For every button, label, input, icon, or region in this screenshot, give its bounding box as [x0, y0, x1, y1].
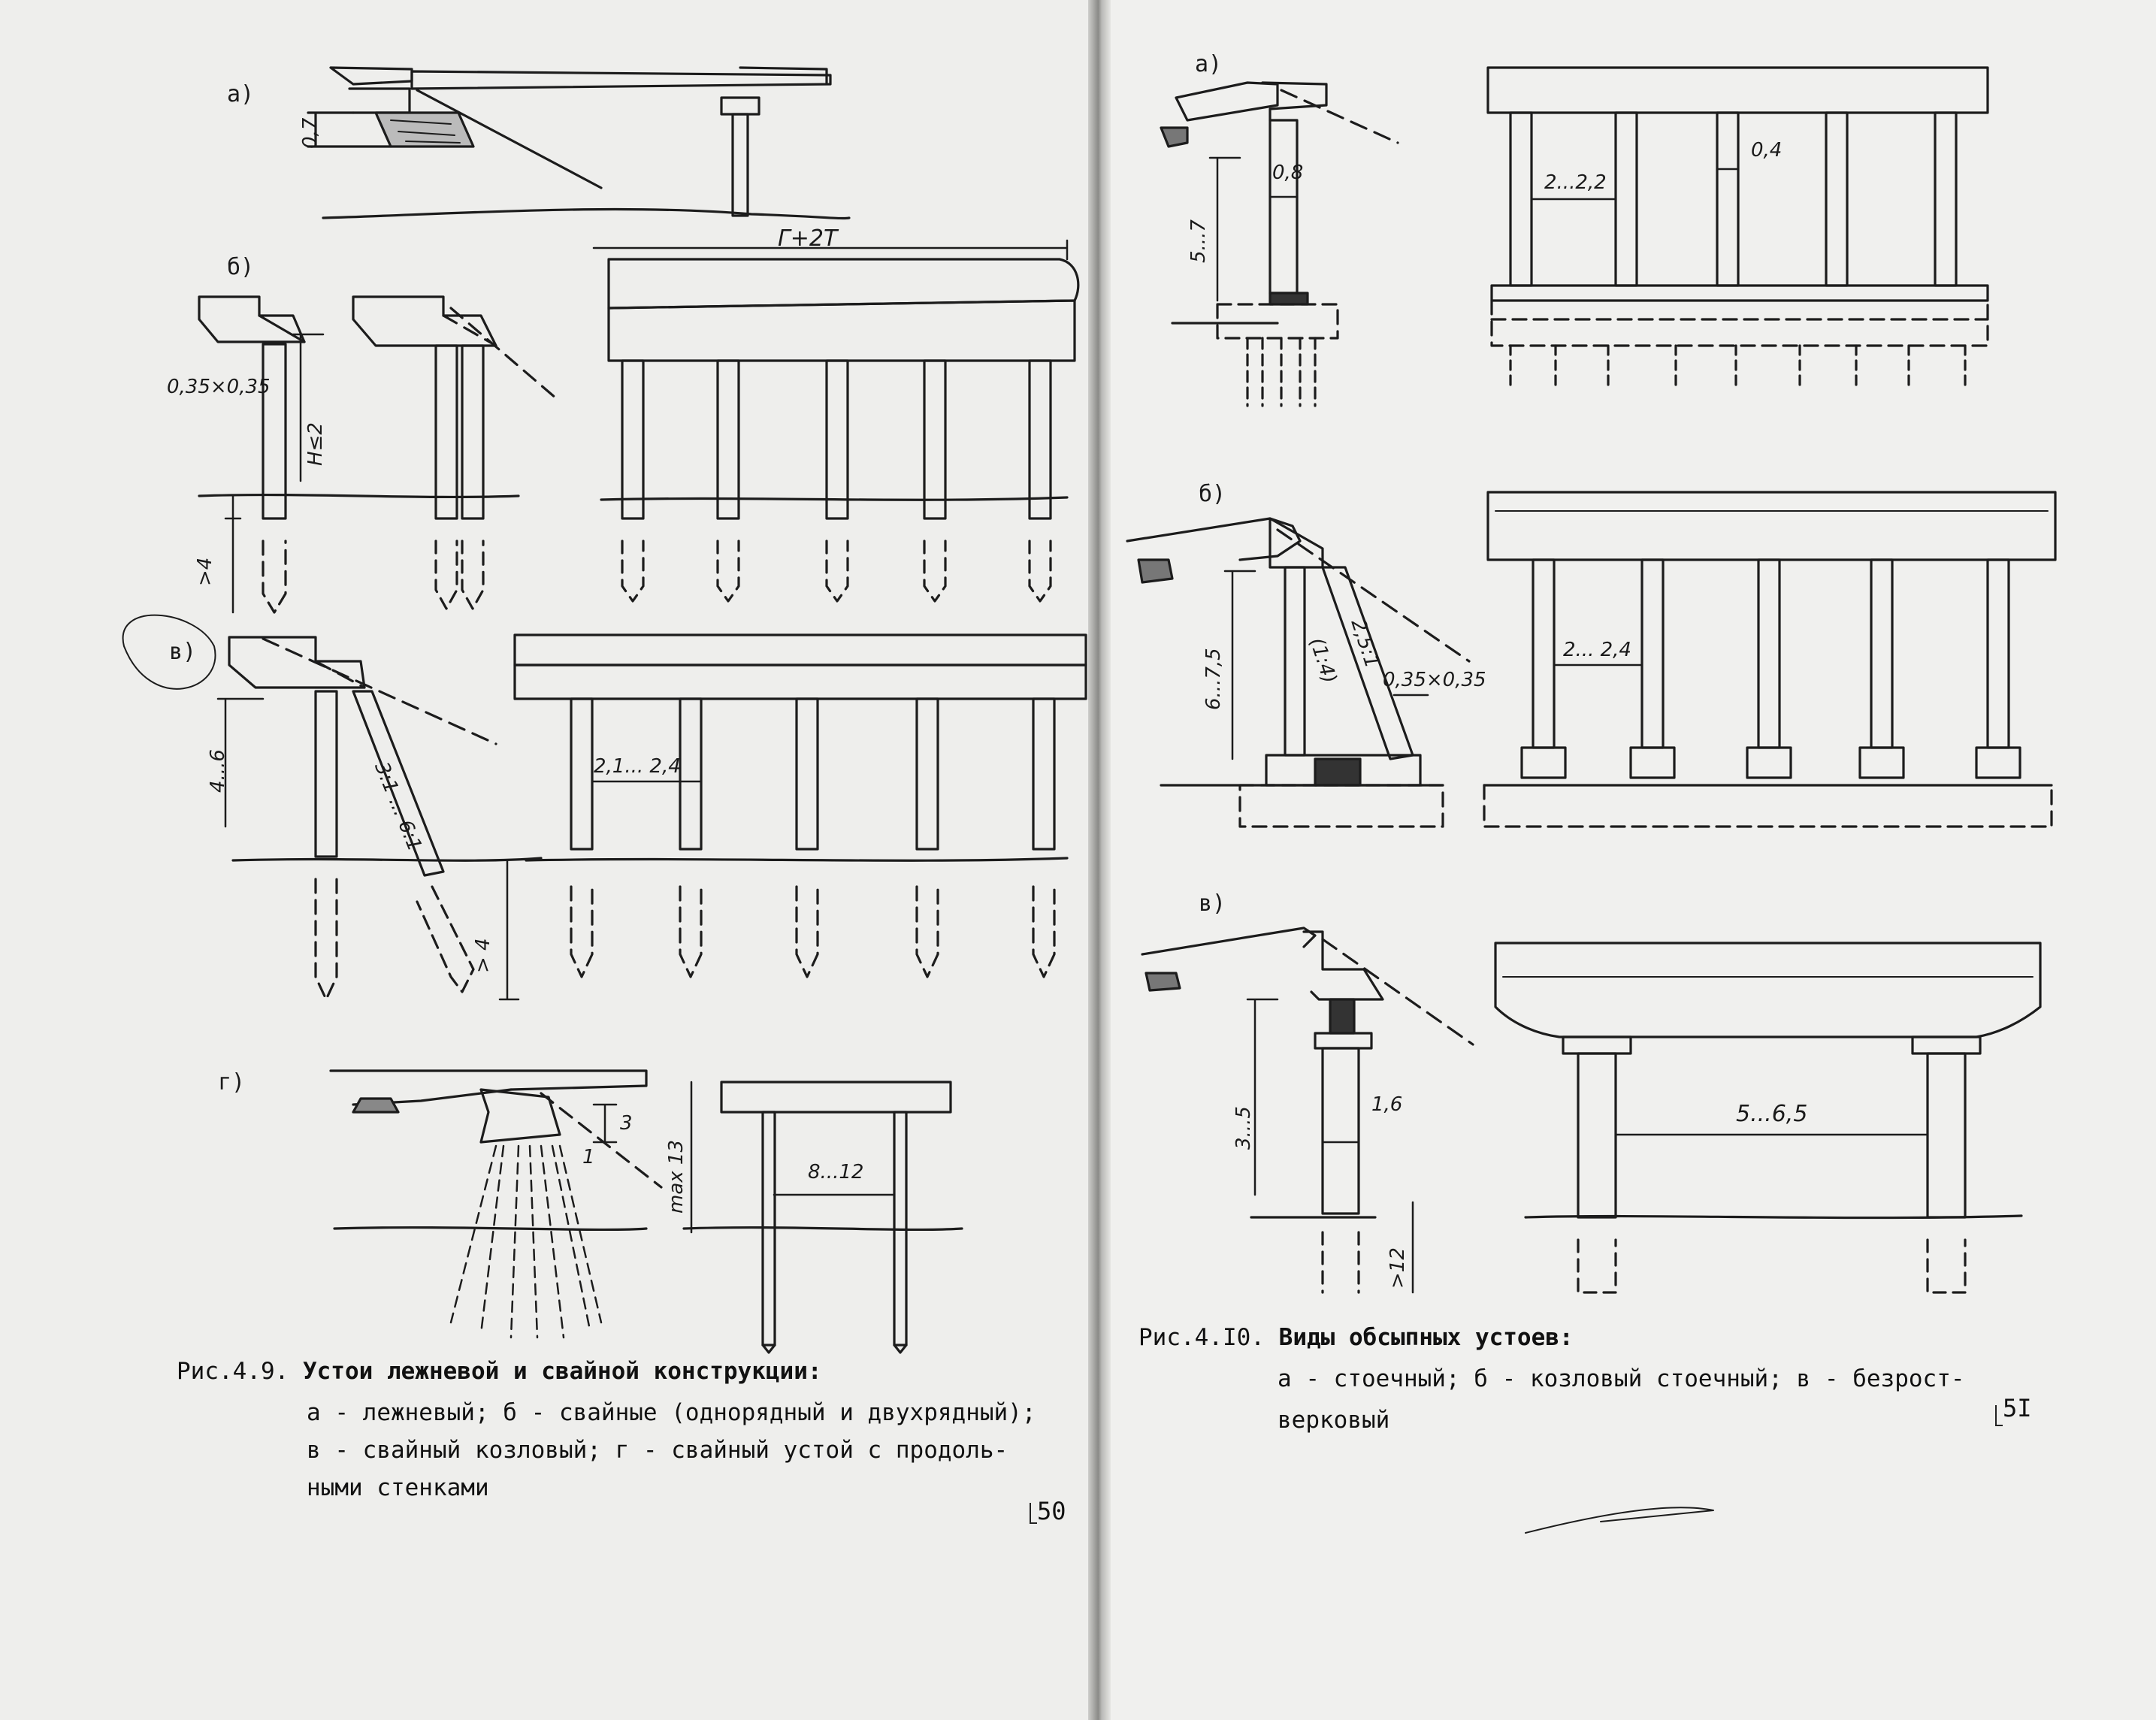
dim-g-height: 3 [620, 1112, 633, 1135]
fig-4-10-a-stoechnyi [1160, 66, 1989, 407]
dim-b-spacing-right: 2... 2,4 [1563, 639, 1631, 661]
fig-4-9-label: Рис.4.9. [177, 1358, 289, 1385]
dim-v-height-right: 3...5 [1232, 1106, 1255, 1150]
dim-v-depth: > 4 [472, 938, 494, 973]
dim-v-dia-right: 1,6 [1371, 1093, 1403, 1116]
panel-label-v-right: в) [1199, 890, 1226, 917]
page-number-right: 5I [2003, 1394, 2032, 1422]
panel-label-v: в) [169, 639, 197, 665]
dim-b-height-right: 6...7,5 [1202, 648, 1225, 710]
fig-4-10-caption: Рис.4.I0. Виды обсыпных устоев: [1138, 1319, 1574, 1356]
fig-4-9-g-prodolnye-stenki [329, 1069, 963, 1354]
fig-4-10-label: Рис.4.I0. [1138, 1324, 1265, 1351]
dim-v-height: 4...6 [207, 749, 229, 793]
fig-4-9-caption-line2: а - лежневый; б - свайные (однорядный и … [307, 1399, 1036, 1426]
panel-label-a: а) [227, 81, 255, 107]
fig-4-10-b-kozlovyi-stoechnyi [1126, 491, 2057, 828]
fig-4-9-caption: Рис.4.9. Устои лежневой и свайной констр… [177, 1353, 822, 1390]
fig-4-9-a-lezhnevyi [307, 66, 851, 220]
panel-label-a-right: а) [1195, 51, 1223, 77]
fig-4-9-b-svainye [198, 239, 1080, 614]
panel-label-g: г) [218, 1069, 246, 1096]
dim-a-height: 0,7 [299, 117, 322, 149]
dim-v-spacing: 2,1... 2,4 [594, 755, 681, 778]
fig-4-10-title: Виды обсыпных устоев: [1278, 1324, 1574, 1351]
panel-label-b-right: б) [1199, 481, 1226, 507]
fig-4-10-caption-line3: верковый [1278, 1407, 1390, 1434]
dim-b-section: 0,35×0,35 [167, 376, 271, 398]
fig-4-9-caption-line4: ными стенками [307, 1474, 489, 1501]
fig-4-9-v-kozlovyi [122, 614, 1087, 1001]
dim-a-width-right: 0,8 [1272, 162, 1304, 184]
panel-label-b: б) [227, 254, 255, 280]
fig-4-10-v-bezrostverkovyi [1141, 927, 2042, 1534]
dim-v-depth-right: >12 [1386, 1247, 1409, 1289]
fig-4-9-title: Устои лежневой и свайной конструкции: [302, 1358, 822, 1385]
dim-g-slope: 1 [582, 1146, 595, 1168]
dim-b-width: Г+2Т [778, 225, 838, 252]
dim-a-spacing-right: 2...2,2 [1544, 171, 1607, 194]
dim-g-spacing: 8...12 [808, 1161, 864, 1183]
dim-g-max: max 13 [665, 1140, 688, 1214]
fig-4-9-caption-line3: в - свайный козловый; г - свайный устой … [307, 1437, 1008, 1464]
fig-4-10-caption-line2: а - стоечный; б - козловый стоечный; в -… [1278, 1365, 1965, 1392]
dim-a-post-right: 0,4 [1751, 139, 1783, 162]
dim-b-height: H≤2 [304, 422, 327, 466]
dim-v-spacing-right: 5...6,5 [1736, 1101, 1808, 1127]
page-number-mark-left [1030, 1503, 1037, 1524]
page-number-mark-right [1995, 1405, 2003, 1426]
dim-a-height-right: 5...7 [1187, 219, 1210, 263]
dim-b-section-right: 0,35×0,35 [1383, 669, 1486, 691]
dim-b-depth: >4 [194, 557, 216, 586]
page-number-left: 50 [1037, 1497, 1066, 1525]
book-gutter [1088, 0, 1111, 1720]
